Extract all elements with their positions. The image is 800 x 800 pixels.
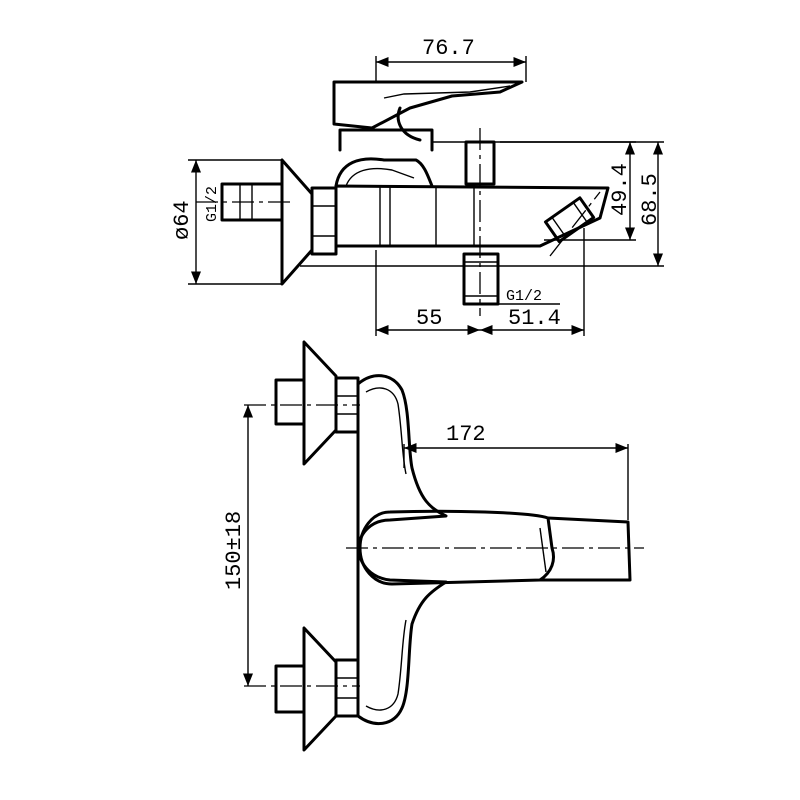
spout-aerator: [543, 196, 596, 244]
dim-spout-height: 49.4: [608, 163, 633, 216]
mixer-body: [334, 184, 610, 248]
top-view: 172 150±18: [222, 340, 644, 752]
dim-flange-diameter: ø64: [170, 200, 195, 240]
upper-wall-flange: [302, 340, 338, 466]
handle-lever: [332, 80, 524, 130]
dim-overall-height: 68.5: [638, 173, 663, 226]
dim-outlet-thread: G1/2: [506, 288, 542, 305]
mixer-body-top: [356, 374, 448, 725]
lower-wall-flange: [302, 626, 338, 752]
cartridge-dome: [334, 157, 434, 188]
dim-spout-reach: 51.4: [508, 306, 561, 331]
dim-inlet-thread: G1/2: [204, 186, 221, 222]
dim-spout-offset: 55: [416, 306, 442, 331]
side-view: 76.7 ø64 G1/2 49.4 68.5 G1/2 55 51.4: [170, 36, 664, 336]
handle-lever-top: [358, 509, 555, 586]
hex-nut: [310, 186, 338, 256]
dim-centers: 150±18: [222, 511, 247, 590]
dim-handle-length: 76.7: [422, 36, 475, 61]
dim-overall-length: 172: [446, 422, 486, 447]
